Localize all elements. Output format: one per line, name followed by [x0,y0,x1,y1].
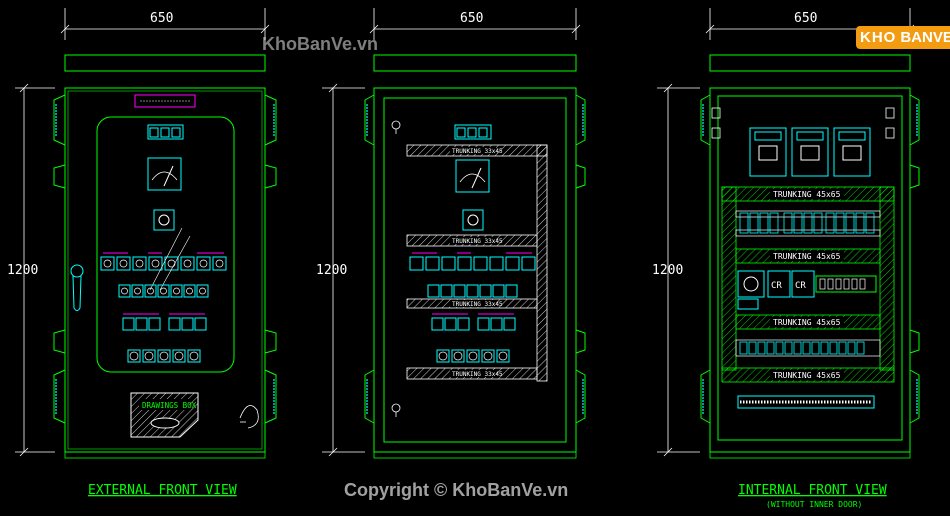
viewing-window [96,116,235,373]
logo-right: BANVE [900,25,950,49]
trunking-label: TRUNKING 45x65 [773,190,841,199]
trunking-label: TRUNKING 33x45 [452,371,503,378]
relay-label: CR [795,281,806,291]
height-dimension-3 [657,83,700,457]
indicator-lamp-row-2 [436,349,510,363]
width-dimension-label: 650 [150,11,173,26]
watermark-copyright: Copyright © KhoBanVe.vn [344,480,569,500]
nameplate [134,94,196,108]
height-dimension [15,83,55,457]
width-dimension-label-3: 650 [794,11,817,26]
indicator-lamp-lenses-2 [438,351,508,361]
pushbutton-row-1-lenses [103,259,224,268]
lock-icon [239,405,259,429]
terminal-block-strip [737,395,875,409]
contactor-row [737,270,877,310]
plinth [64,451,266,459]
ammeter-icon [147,157,182,191]
hinge-bolts [711,107,895,139]
drawings-box [130,392,199,438]
ammeter-icon-2 [455,159,490,193]
pushbutton-row-3-2 [431,317,516,331]
internal-front-view: 650 1200 [652,8,920,509]
height-dimension-2 [322,83,365,457]
top-cover-3 [709,54,911,72]
breaker-row-3 [735,339,881,357]
indicator-lamp-row [127,349,201,363]
indicator-lamp-lenses [129,351,199,361]
top-indicator-group-2 [454,124,492,140]
side-brackets [53,94,277,424]
height-dimension-label: 1200 [7,263,38,278]
trunking-label: TRUNKING 33x45 [452,301,503,308]
trunking-label: TRUNKING 33x45 [452,148,503,155]
plinth-3 [709,451,911,459]
side-brackets-2 [364,94,586,424]
logo-left: KHO [856,25,901,49]
cabinet-door-inner [67,90,263,450]
inner-door-frame [383,97,567,443]
pushbutton-row-2 [118,284,209,298]
watermark-top: KhoBanVe.vn [262,34,379,54]
side-brackets-3 [700,94,920,424]
width-dimension-2 [369,8,581,40]
view-subtitle-internal: (WITHOUT INNER DOOR) [766,500,862,509]
door-handle-icon [70,264,84,311]
hinge-ticks [55,104,275,414]
pushbutton-row-2-2 [427,284,518,298]
hinge-ticks-2 [366,104,584,414]
top-cover [64,54,266,72]
height-dimension-label-2: 1200 [316,263,347,278]
vfd-drives [749,127,871,177]
inner-door-view: 650 1200 [316,8,586,459]
selector-switch-icon-2 [462,209,484,231]
mounting-plate [717,95,903,441]
top-cover-2 [373,54,577,72]
drawings-box-label: DRAWINGS BOX [142,401,197,410]
external-front-view: 650 1200 [7,8,277,498]
plinth-2 [373,451,577,459]
trunking-label: TRUNKING 45x65 [773,371,841,380]
width-dimension [60,8,270,40]
latch-icon [391,120,401,417]
width-dimension-label-2: 650 [460,11,483,26]
pushbutton-row-3 [122,317,207,331]
view-title-external: EXTERNAL FRONT VIEW [88,483,237,498]
view-title-internal: INTERNAL FRONT VIEW [738,483,887,498]
trunking-label: TRUNKING 45x65 [773,318,841,327]
pushbutton-row-2-lenses [121,287,206,295]
breaker-rail [735,210,881,237]
trunking-hatched [406,144,548,382]
hinge-ticks-3 [702,104,918,414]
trunking-label: TRUNKING 45x65 [773,252,841,261]
pushbutton-row-1 [100,256,227,271]
height-dimension-label-3: 1200 [652,263,683,278]
trunking-label: TRUNKING 33x45 [452,238,503,245]
relay-label: CR [771,281,782,291]
selector-switch-icon [153,209,175,231]
trunking-labels-3: TRUNKING 45x65 TRUNKING 45x65 TRUNKING 4… [770,189,844,380]
pushbutton-row-1-2 [409,256,536,271]
wiring-diagonal [149,227,191,291]
top-indicator-group [147,124,184,140]
trunking-labels-2: TRUNKING 33x45 TRUNKING 33x45 TRUNKING 3… [450,147,503,378]
